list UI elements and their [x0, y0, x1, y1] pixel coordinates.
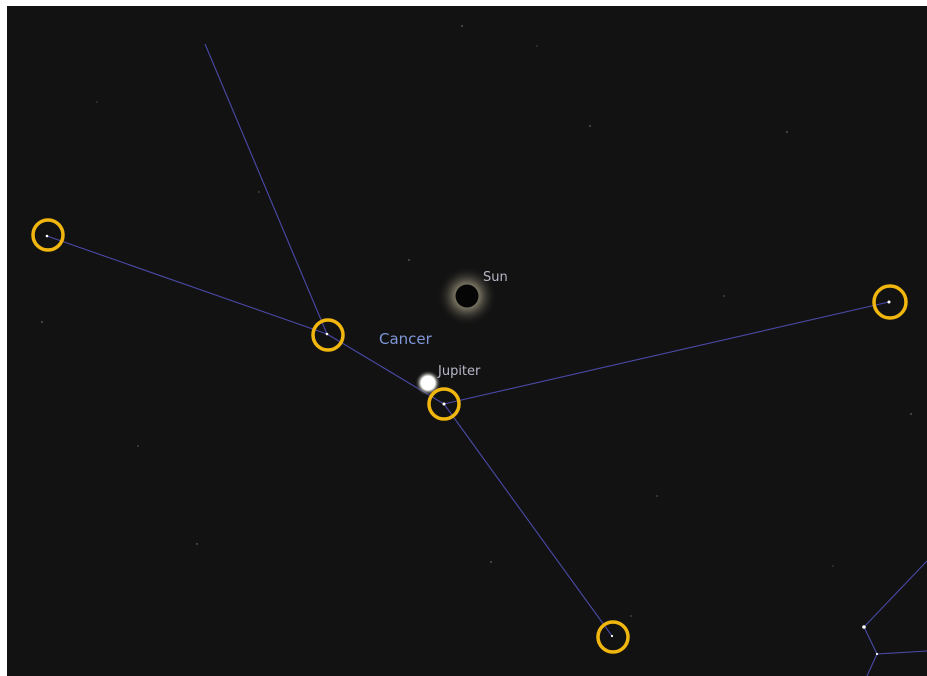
- constellation-line: [204, 43, 328, 335]
- sky-canvas[interactable]: Sun Jupiter Cancer: [7, 6, 927, 676]
- background-stars: [41, 25, 912, 617]
- constellation-line: [863, 560, 927, 628]
- sun-object[interactable]: [437, 266, 497, 326]
- highlight-ring: [596, 620, 630, 654]
- highlight-ring: [311, 318, 345, 352]
- jupiter-label: Jupiter: [437, 364, 481, 379]
- star[interactable]: [325, 332, 329, 336]
- star[interactable]: [45, 234, 49, 238]
- highlight-ring: [427, 387, 461, 421]
- star[interactable]: [442, 402, 446, 406]
- sky-view[interactable]: Sun Jupiter Cancer: [7, 6, 927, 676]
- sun-disc[interactable]: [455, 284, 479, 308]
- neighbor-stars: [862, 625, 879, 656]
- constellation-line: [46, 235, 328, 335]
- constellation-line: [866, 653, 878, 676]
- constellation-lines-neighbor: [863, 560, 927, 676]
- highlight-rings: [31, 218, 908, 654]
- constellation-line: [863, 626, 878, 655]
- constellation-line: [876, 650, 927, 655]
- highlight-ring: [872, 284, 908, 320]
- jupiter-object[interactable]: [415, 370, 441, 396]
- star[interactable]: [610, 634, 614, 638]
- star[interactable]: [887, 300, 891, 304]
- constellation-line: [443, 403, 613, 637]
- constellation-line: [443, 301, 890, 405]
- jupiter-disc[interactable]: [421, 376, 435, 390]
- highlight-ring: [31, 218, 65, 252]
- sun-label: Sun: [483, 270, 508, 285]
- constellation-lines-cancer: [46, 43, 890, 637]
- constellation-label-cancer: Cancer: [379, 330, 433, 348]
- cancer-stars: [45, 234, 891, 638]
